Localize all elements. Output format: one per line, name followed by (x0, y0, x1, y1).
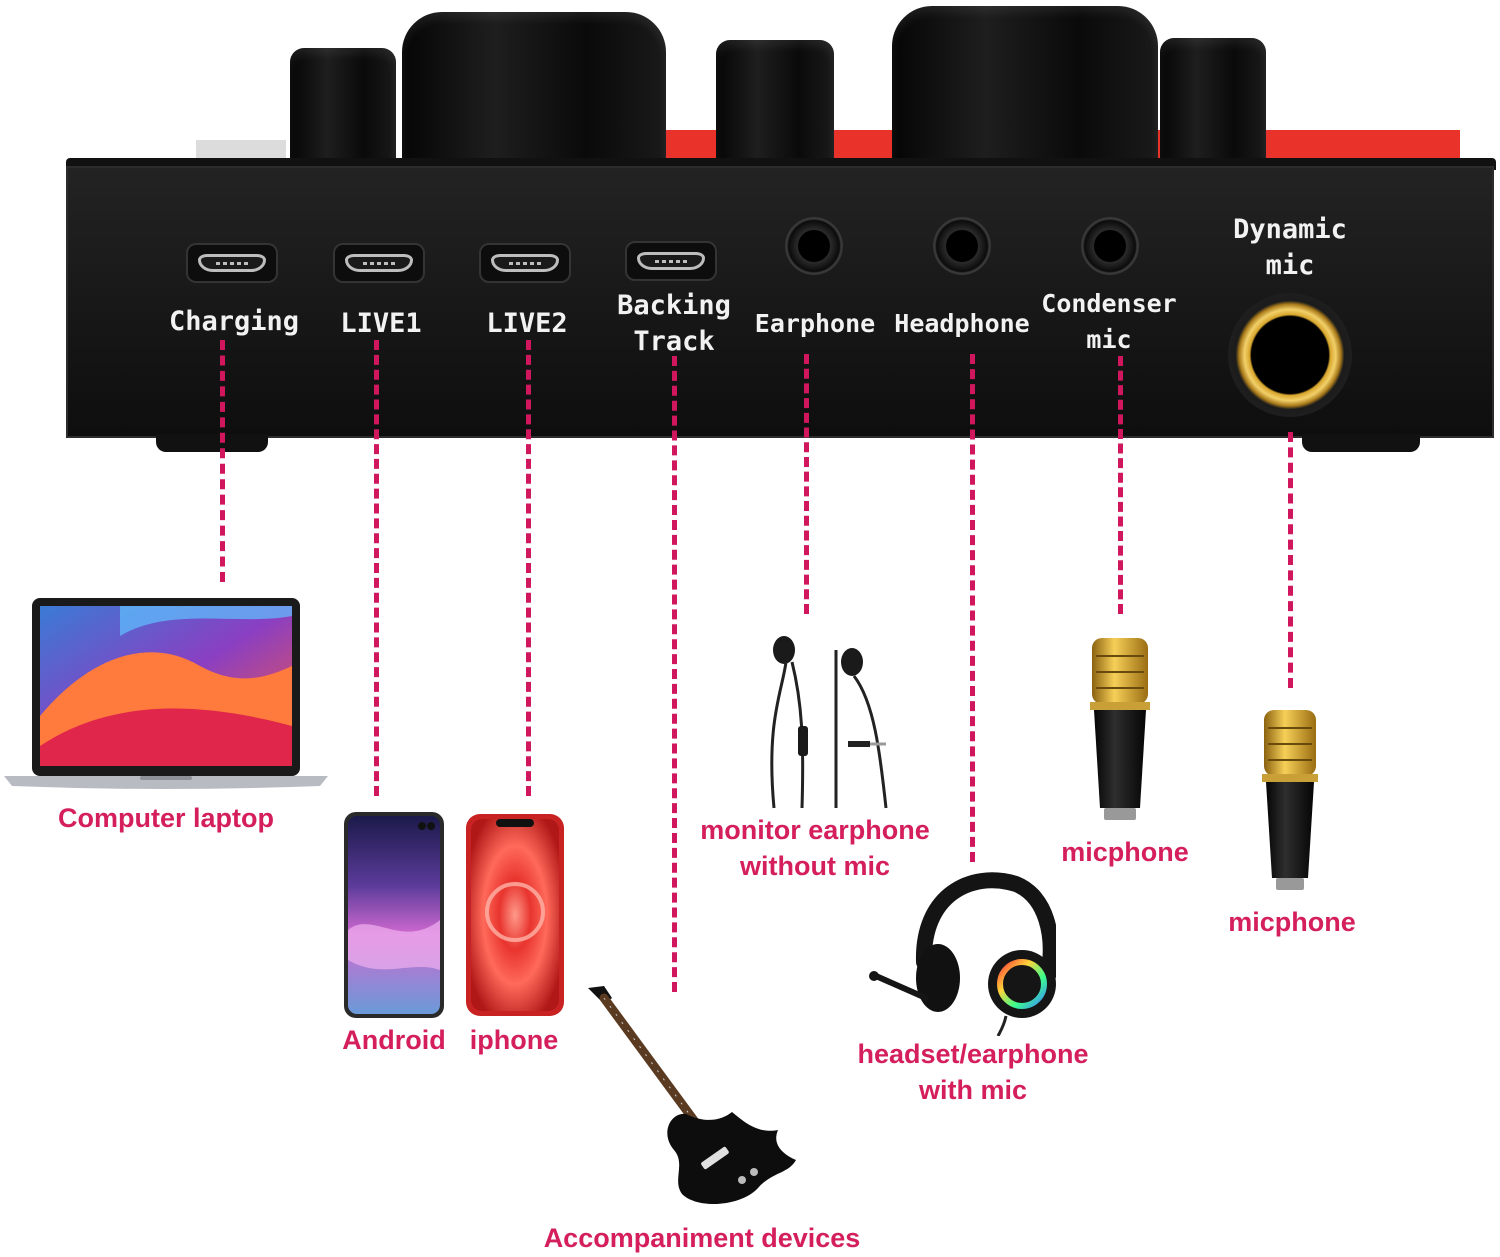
iphone-icon (466, 814, 564, 1016)
connector-charging (220, 340, 225, 582)
earphones-icon (770, 636, 888, 809)
label-headset: headset/earphone with mic (857, 1039, 1089, 1105)
connector-dynamic-mic (1288, 432, 1293, 688)
charging-port (186, 243, 278, 283)
laptop-icon (4, 598, 328, 789)
port-label-charging: Charging (168, 306, 300, 337)
label-micphone-dynamic: micphone (1228, 907, 1356, 937)
connector-earphone (804, 354, 809, 614)
label-monitor-earphone: monitor earphone without mic (700, 815, 930, 881)
label-accompaniment-devices: Accompaniment devices (543, 1223, 861, 1253)
small-knob-1 (290, 48, 396, 164)
connector-headphone (970, 354, 975, 862)
live2-port (479, 243, 571, 283)
port-label-earphone: Earphone (754, 309, 876, 338)
small-knob-2 (716, 40, 834, 164)
label-iphone: iphone (469, 1025, 559, 1055)
label-computer-laptop: Computer laptop (58, 803, 274, 833)
port-label-dynamic-mic: Dynamic mic (1233, 214, 1347, 281)
port-label-live2: LIVE2 (486, 308, 568, 339)
microphone-icon (1262, 710, 1318, 890)
gaming-headset-icon (869, 872, 1056, 1036)
connector-condenser-mic (1118, 356, 1123, 614)
large-knob-2 (892, 6, 1158, 164)
live1-port (333, 243, 425, 283)
rubber-foot-right (1302, 434, 1420, 452)
port-label-backing-track: Backing Track (617, 290, 731, 357)
connector-backing-track (672, 356, 677, 992)
android-phone-icon (344, 812, 444, 1018)
connector-live1 (374, 340, 379, 796)
condenser-mic-jack (1081, 217, 1139, 275)
dynamic-mic-jack (1228, 293, 1352, 417)
earphone-jack (785, 217, 843, 275)
small-knob-3 (1160, 38, 1266, 164)
electric-guitar-icon (588, 986, 796, 1205)
connector-live2 (526, 340, 531, 796)
backing-track-port (625, 241, 717, 281)
port-label-live1: LIVE1 (340, 308, 422, 339)
label-micphone-condenser: micphone (1061, 837, 1189, 867)
port-label-condenser-mic: Condenser mic (1041, 289, 1177, 354)
microphone-icon (1090, 638, 1150, 820)
rubber-foot-left (156, 434, 268, 452)
large-knob-1 (402, 12, 666, 164)
headphone-jack (933, 217, 991, 275)
port-label-headphone: Headphone (894, 309, 1030, 338)
label-android: Android (342, 1025, 446, 1055)
